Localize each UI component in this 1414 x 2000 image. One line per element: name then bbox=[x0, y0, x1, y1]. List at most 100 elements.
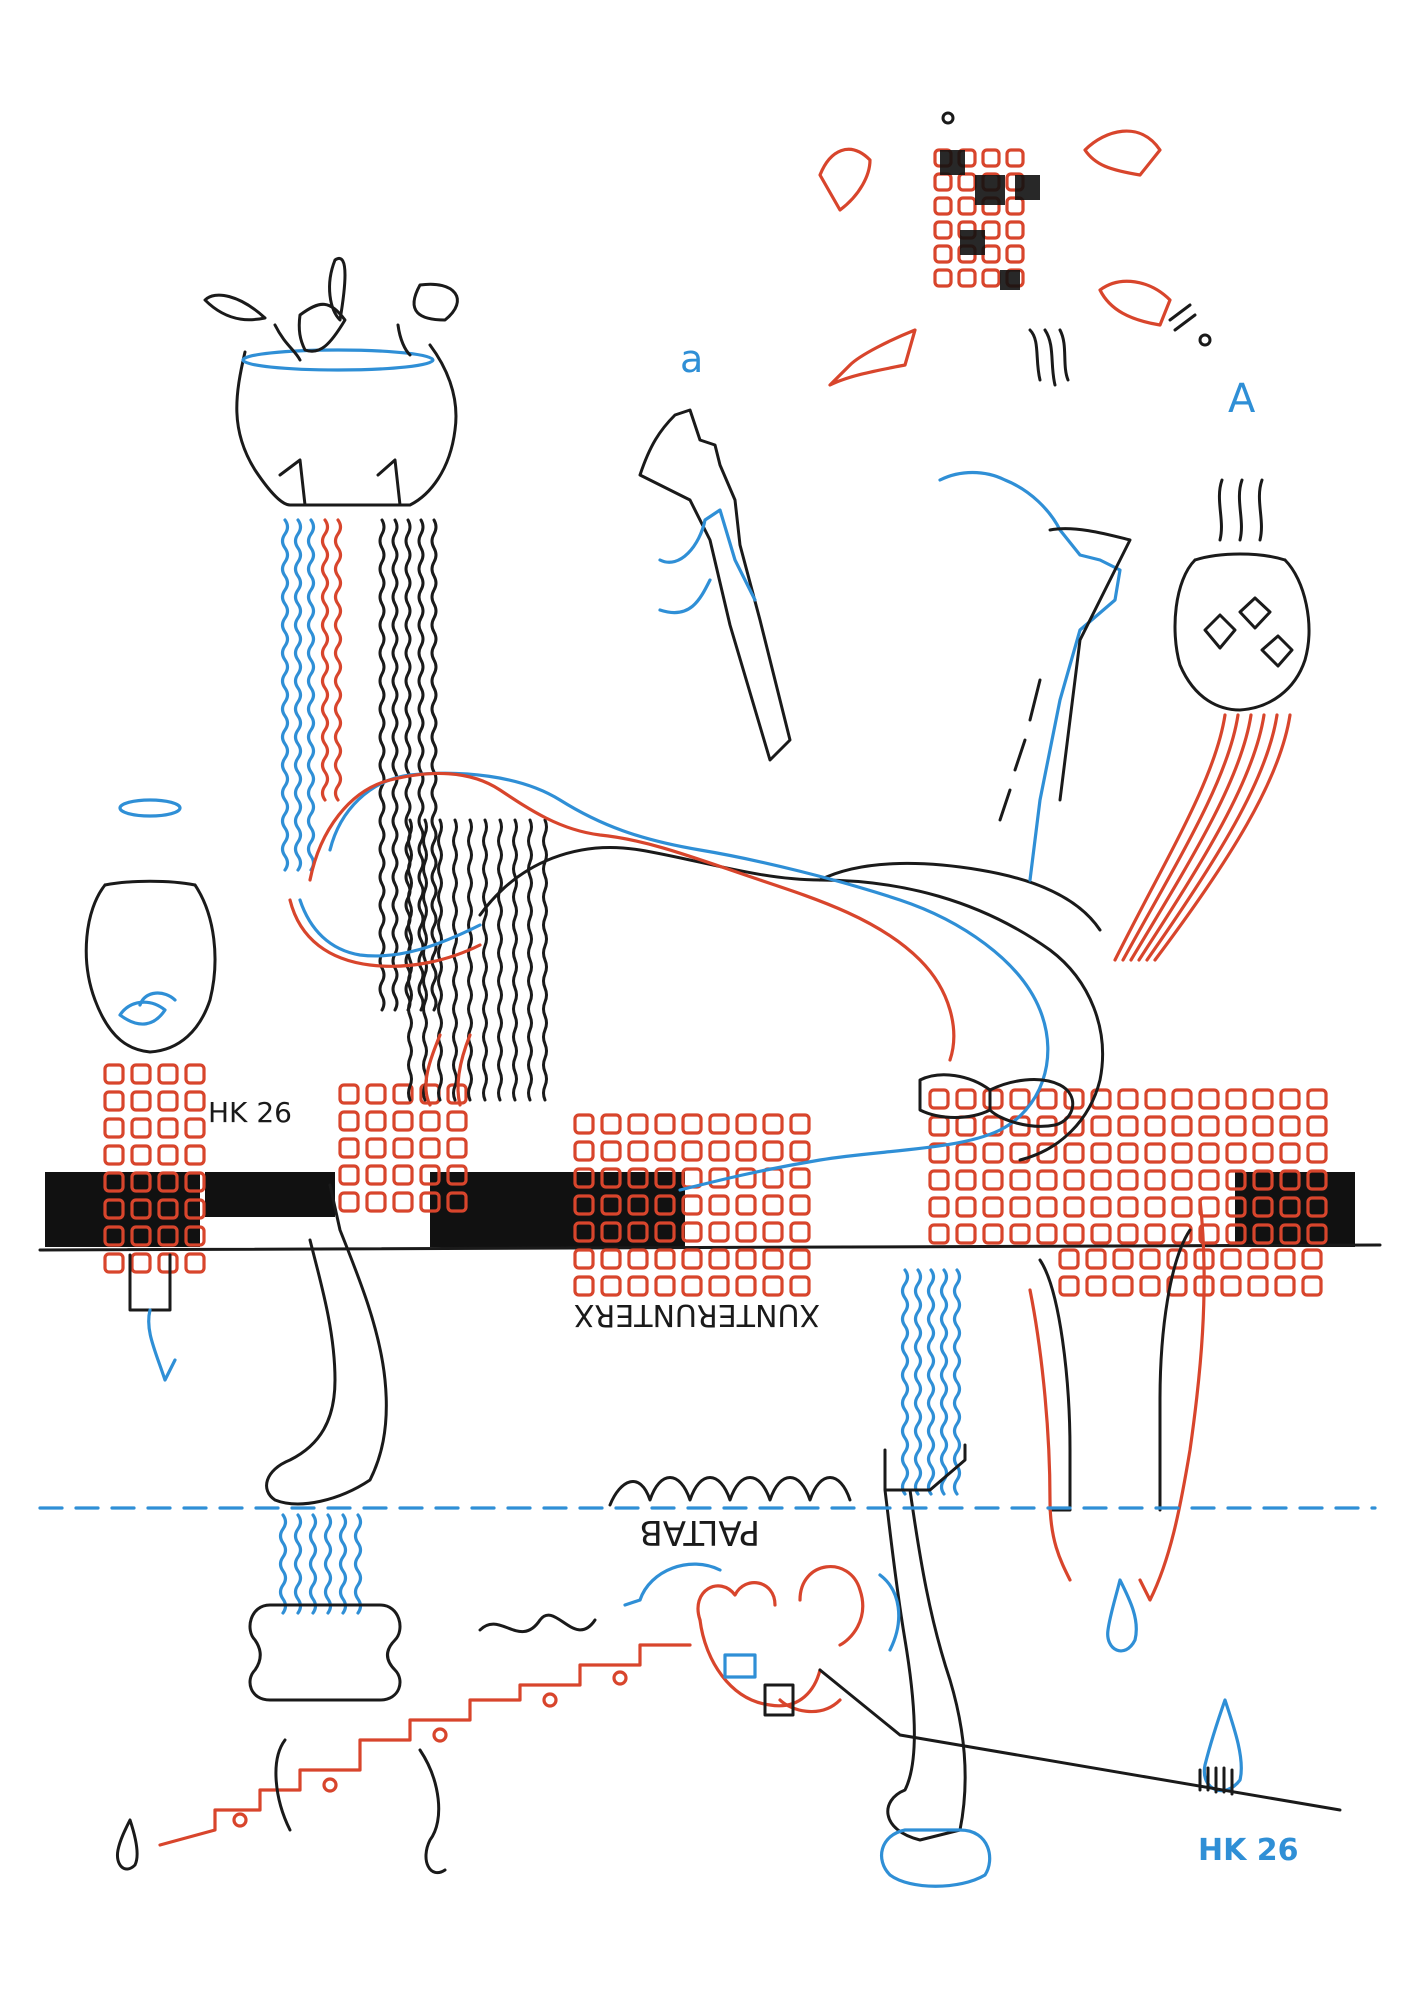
mirrored-word: PALTAB bbox=[639, 1512, 760, 1552]
grid-square bbox=[681, 1248, 703, 1270]
grid-square bbox=[957, 196, 977, 216]
grid-square bbox=[681, 1113, 703, 1135]
grid-square bbox=[1171, 1142, 1193, 1164]
wavy-stream bbox=[404, 518, 412, 1012]
wavy-stream bbox=[391, 518, 399, 1012]
grid-square bbox=[600, 1140, 622, 1162]
initials-date-label: HK 26 bbox=[208, 1096, 292, 1129]
grid-square bbox=[928, 1223, 950, 1245]
grid-square bbox=[708, 1194, 730, 1216]
grid-square bbox=[654, 1167, 676, 1189]
small-pot-left bbox=[84, 798, 217, 1382]
grid-square bbox=[1117, 1169, 1139, 1191]
grid-square bbox=[627, 1221, 649, 1243]
grid-square bbox=[1306, 1196, 1328, 1218]
grid-square bbox=[1005, 148, 1025, 168]
wavy-streams-right bbox=[1113, 713, 1292, 962]
grid-square bbox=[933, 172, 953, 192]
wavy-stream bbox=[320, 518, 330, 802]
grid-square bbox=[1063, 1142, 1085, 1164]
red-stream bbox=[1121, 713, 1240, 962]
grid-square bbox=[1279, 1223, 1301, 1245]
grid-square bbox=[1279, 1169, 1301, 1191]
grid-square bbox=[1009, 1196, 1031, 1218]
grid-square bbox=[735, 1221, 757, 1243]
grid-square bbox=[184, 1090, 206, 1112]
grid-square bbox=[184, 1063, 206, 1085]
grid-square bbox=[184, 1117, 206, 1139]
grid-square bbox=[654, 1221, 676, 1243]
grid-square bbox=[184, 1225, 206, 1247]
grid-square bbox=[573, 1221, 595, 1243]
grid-square bbox=[654, 1113, 676, 1135]
grid-square bbox=[1306, 1142, 1328, 1164]
grid-square bbox=[1005, 196, 1025, 216]
grid-square bbox=[928, 1196, 950, 1218]
grid-square bbox=[708, 1221, 730, 1243]
grid-square bbox=[573, 1140, 595, 1162]
grid-square bbox=[365, 1083, 387, 1105]
grid-square bbox=[1063, 1169, 1085, 1191]
grid-square bbox=[419, 1164, 441, 1186]
grid-square bbox=[184, 1252, 206, 1274]
grid-square bbox=[130, 1225, 152, 1247]
grid-square bbox=[982, 1196, 1004, 1218]
grid-square bbox=[419, 1191, 441, 1213]
wavy-stream bbox=[452, 818, 458, 1102]
grid-square bbox=[1225, 1088, 1247, 1110]
grid-square bbox=[928, 1115, 950, 1137]
grid-square bbox=[1225, 1196, 1247, 1218]
red-stream bbox=[1113, 713, 1227, 962]
grid-square bbox=[103, 1171, 125, 1193]
grid-square bbox=[103, 1144, 125, 1166]
grid-square bbox=[157, 1144, 179, 1166]
grid-square bbox=[735, 1248, 757, 1270]
grid-square bbox=[789, 1113, 811, 1135]
grid-square bbox=[392, 1137, 414, 1159]
grid-square bbox=[1225, 1142, 1247, 1164]
wavy-stream bbox=[323, 1513, 333, 1615]
grid-square bbox=[789, 1275, 811, 1297]
grid-square bbox=[573, 1194, 595, 1216]
grid-square bbox=[1144, 1088, 1166, 1110]
grid-square bbox=[789, 1167, 811, 1189]
grid-square bbox=[762, 1221, 784, 1243]
wavy-streams-top-left bbox=[278, 518, 962, 1615]
grid-square bbox=[1090, 1196, 1112, 1218]
grid-square bbox=[1247, 1275, 1269, 1297]
grid-square bbox=[1144, 1142, 1166, 1164]
grid-square bbox=[1063, 1223, 1085, 1245]
wavy-stream bbox=[467, 818, 473, 1102]
grid-square bbox=[762, 1275, 784, 1297]
grid-square bbox=[338, 1191, 360, 1213]
grid-square bbox=[184, 1144, 206, 1166]
grid-square bbox=[1036, 1196, 1058, 1218]
grid-square bbox=[392, 1164, 414, 1186]
large-pot-top-left bbox=[203, 256, 459, 507]
grid-square bbox=[955, 1223, 977, 1245]
grid-square bbox=[1301, 1275, 1323, 1297]
grid-square bbox=[1058, 1275, 1080, 1297]
grid-square bbox=[1279, 1115, 1301, 1137]
grid-square bbox=[1306, 1088, 1328, 1110]
grid-square bbox=[681, 1140, 703, 1162]
grid-square bbox=[1112, 1275, 1134, 1297]
grid-square bbox=[157, 1090, 179, 1112]
grid-square bbox=[573, 1167, 595, 1189]
grid-square bbox=[1252, 1115, 1274, 1137]
red-zigzag-chain bbox=[158, 1613, 692, 1874]
grid-square bbox=[1171, 1196, 1193, 1218]
wavy-stream bbox=[939, 1268, 949, 1496]
grid-square bbox=[103, 1198, 125, 1220]
grid-square bbox=[654, 1248, 676, 1270]
grid-square bbox=[1252, 1223, 1274, 1245]
grid-square bbox=[1085, 1275, 1107, 1297]
wavy-stream bbox=[527, 818, 533, 1102]
grid-square bbox=[446, 1191, 468, 1213]
grid-square bbox=[789, 1194, 811, 1216]
wavy-stream bbox=[926, 1268, 936, 1496]
grid-square bbox=[708, 1248, 730, 1270]
grid-square bbox=[982, 1223, 1004, 1245]
wavy-stream bbox=[353, 1513, 363, 1615]
